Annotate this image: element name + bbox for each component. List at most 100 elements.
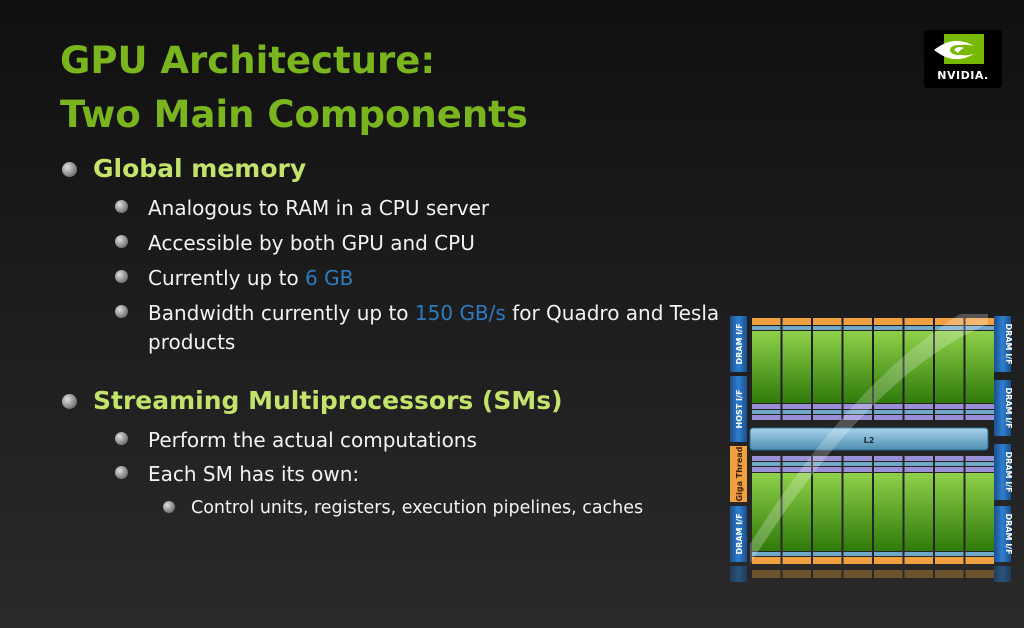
sm-l1-strip bbox=[813, 462, 842, 466]
label-right-dram-2: DRAM I/F bbox=[1004, 387, 1013, 428]
sm-register-strip bbox=[965, 456, 994, 461]
sm-register-strip bbox=[813, 467, 842, 472]
sm-cache-strip bbox=[874, 557, 903, 564]
sm-core-block bbox=[935, 473, 964, 551]
sm-register-strip bbox=[782, 404, 811, 409]
item-sub: Control units, registers, execution pipe… bbox=[191, 498, 644, 518]
gpu-chip-diagram: DRAM I/F HOST I/F Giga Thread DRAM I/F D… bbox=[730, 314, 1013, 582]
slide-title: GPU Architecture: Two Main Components bbox=[60, 34, 528, 142]
sm-cache-strip bbox=[752, 318, 781, 325]
sm-reflection bbox=[752, 570, 781, 578]
sm-l1-strip bbox=[813, 326, 842, 330]
left-io-reflection bbox=[730, 566, 747, 582]
bullet-ram: Analogous to RAM in a CPU server bbox=[115, 194, 728, 223]
sm-l1-strip bbox=[935, 462, 964, 466]
right-io-reflection bbox=[994, 566, 1011, 582]
bullet-global-memory: Global memory bbox=[62, 154, 306, 184]
sm-l1-strip bbox=[874, 462, 903, 466]
sm-l1-strip bbox=[874, 410, 903, 414]
sm-register-strip bbox=[752, 467, 781, 472]
sm-register-strip bbox=[813, 415, 842, 420]
sm-register-strip bbox=[904, 415, 933, 420]
sm-l1-strip bbox=[935, 552, 964, 556]
item-capacity: Currently up to 6 GB bbox=[148, 264, 728, 293]
sm-cache-strip bbox=[965, 557, 994, 564]
sm-cache-strip bbox=[813, 318, 842, 325]
bullet-icon bbox=[115, 235, 128, 248]
sm-cache-strip bbox=[874, 318, 903, 325]
label-left-dram-1: DRAM I/F bbox=[735, 323, 744, 364]
sm-l1-strip bbox=[904, 462, 933, 466]
label-l2: L2 bbox=[864, 436, 875, 445]
sm-register-strip bbox=[843, 467, 872, 472]
sm-l1-strip bbox=[965, 410, 994, 414]
sm-reflection bbox=[843, 570, 872, 578]
sm-register-strip bbox=[965, 415, 994, 420]
sm-register-strip bbox=[874, 404, 903, 409]
sm-l1-strip bbox=[752, 410, 781, 414]
left-io-block bbox=[730, 506, 747, 562]
sm-register-strip bbox=[874, 467, 903, 472]
sm-cache-strip bbox=[752, 557, 781, 564]
sm-l1-strip bbox=[965, 552, 994, 556]
sm-cache-strip bbox=[782, 318, 811, 325]
sm-register-strip bbox=[904, 467, 933, 472]
sm-cache-strip bbox=[782, 557, 811, 564]
sm-core-block bbox=[813, 331, 842, 403]
sm-l1-strip bbox=[904, 552, 933, 556]
sm-core-block bbox=[965, 473, 994, 551]
sm-register-strip bbox=[935, 456, 964, 461]
bullet-perform: Perform the actual computations bbox=[115, 426, 728, 455]
label-right-dram-1: DRAM I/F bbox=[1004, 323, 1013, 364]
sm-cache-strip bbox=[904, 318, 933, 325]
sm-core-block bbox=[782, 331, 811, 403]
sm-l1-strip bbox=[782, 410, 811, 414]
sm-grid bbox=[752, 318, 994, 578]
sm-register-strip bbox=[752, 415, 781, 420]
right-io-block bbox=[994, 506, 1011, 562]
item-access: Accessible by both GPU and CPU bbox=[148, 231, 475, 255]
sm-cache-strip bbox=[813, 557, 842, 564]
sm-cache-strip bbox=[935, 557, 964, 564]
bullet-capacity: Currently up to 6 GB bbox=[115, 264, 728, 293]
item-bandwidth: Bandwidth currently up to 150 GB/s for Q… bbox=[148, 299, 728, 357]
label-right-dram-4: DRAM I/F bbox=[1004, 513, 1013, 554]
sm-reflection bbox=[782, 570, 811, 578]
sm-l1-strip bbox=[843, 552, 872, 556]
sm-register-strip bbox=[782, 467, 811, 472]
capacity-value: 6 GB bbox=[305, 266, 354, 290]
right-io-block bbox=[994, 316, 1011, 372]
left-io-block bbox=[730, 316, 747, 372]
sm-cache-strip bbox=[904, 557, 933, 564]
title-line-1: GPU Architecture: bbox=[60, 39, 436, 82]
sm-register-strip bbox=[843, 456, 872, 461]
capacity-prefix: Currently up to bbox=[148, 266, 306, 290]
sm-register-strip bbox=[813, 404, 842, 409]
right-io-block bbox=[994, 380, 1011, 436]
bullet-icon bbox=[62, 394, 77, 409]
sm-register-strip bbox=[935, 404, 964, 409]
sm-register-strip bbox=[904, 404, 933, 409]
bullet-icon bbox=[62, 162, 77, 177]
left-io-block bbox=[730, 376, 747, 442]
sm-l1-strip bbox=[904, 326, 933, 330]
bullet-icon bbox=[115, 200, 128, 213]
sm-l1-strip bbox=[782, 552, 811, 556]
sm-core-block bbox=[813, 473, 842, 551]
sm-core-block bbox=[874, 473, 903, 551]
sm-register-strip bbox=[752, 456, 781, 461]
bullet-icon bbox=[115, 432, 128, 445]
item-each: Each SM has its own: bbox=[148, 462, 360, 486]
nvidia-eye-icon bbox=[934, 34, 984, 64]
sm-l1-strip bbox=[752, 552, 781, 556]
sm-l1-strip bbox=[782, 462, 811, 466]
sm-l1-strip bbox=[874, 326, 903, 330]
title-line-2: Two Main Components bbox=[60, 93, 528, 136]
bullet-icon bbox=[163, 501, 175, 513]
sm-l1-strip bbox=[752, 462, 781, 466]
sm-l1-strip bbox=[935, 410, 964, 414]
item-ram: Analogous to RAM in a CPU server bbox=[148, 196, 490, 220]
sm-l1-strip bbox=[843, 326, 872, 330]
sm-reflection bbox=[904, 570, 933, 578]
right-io-block bbox=[994, 444, 1011, 500]
